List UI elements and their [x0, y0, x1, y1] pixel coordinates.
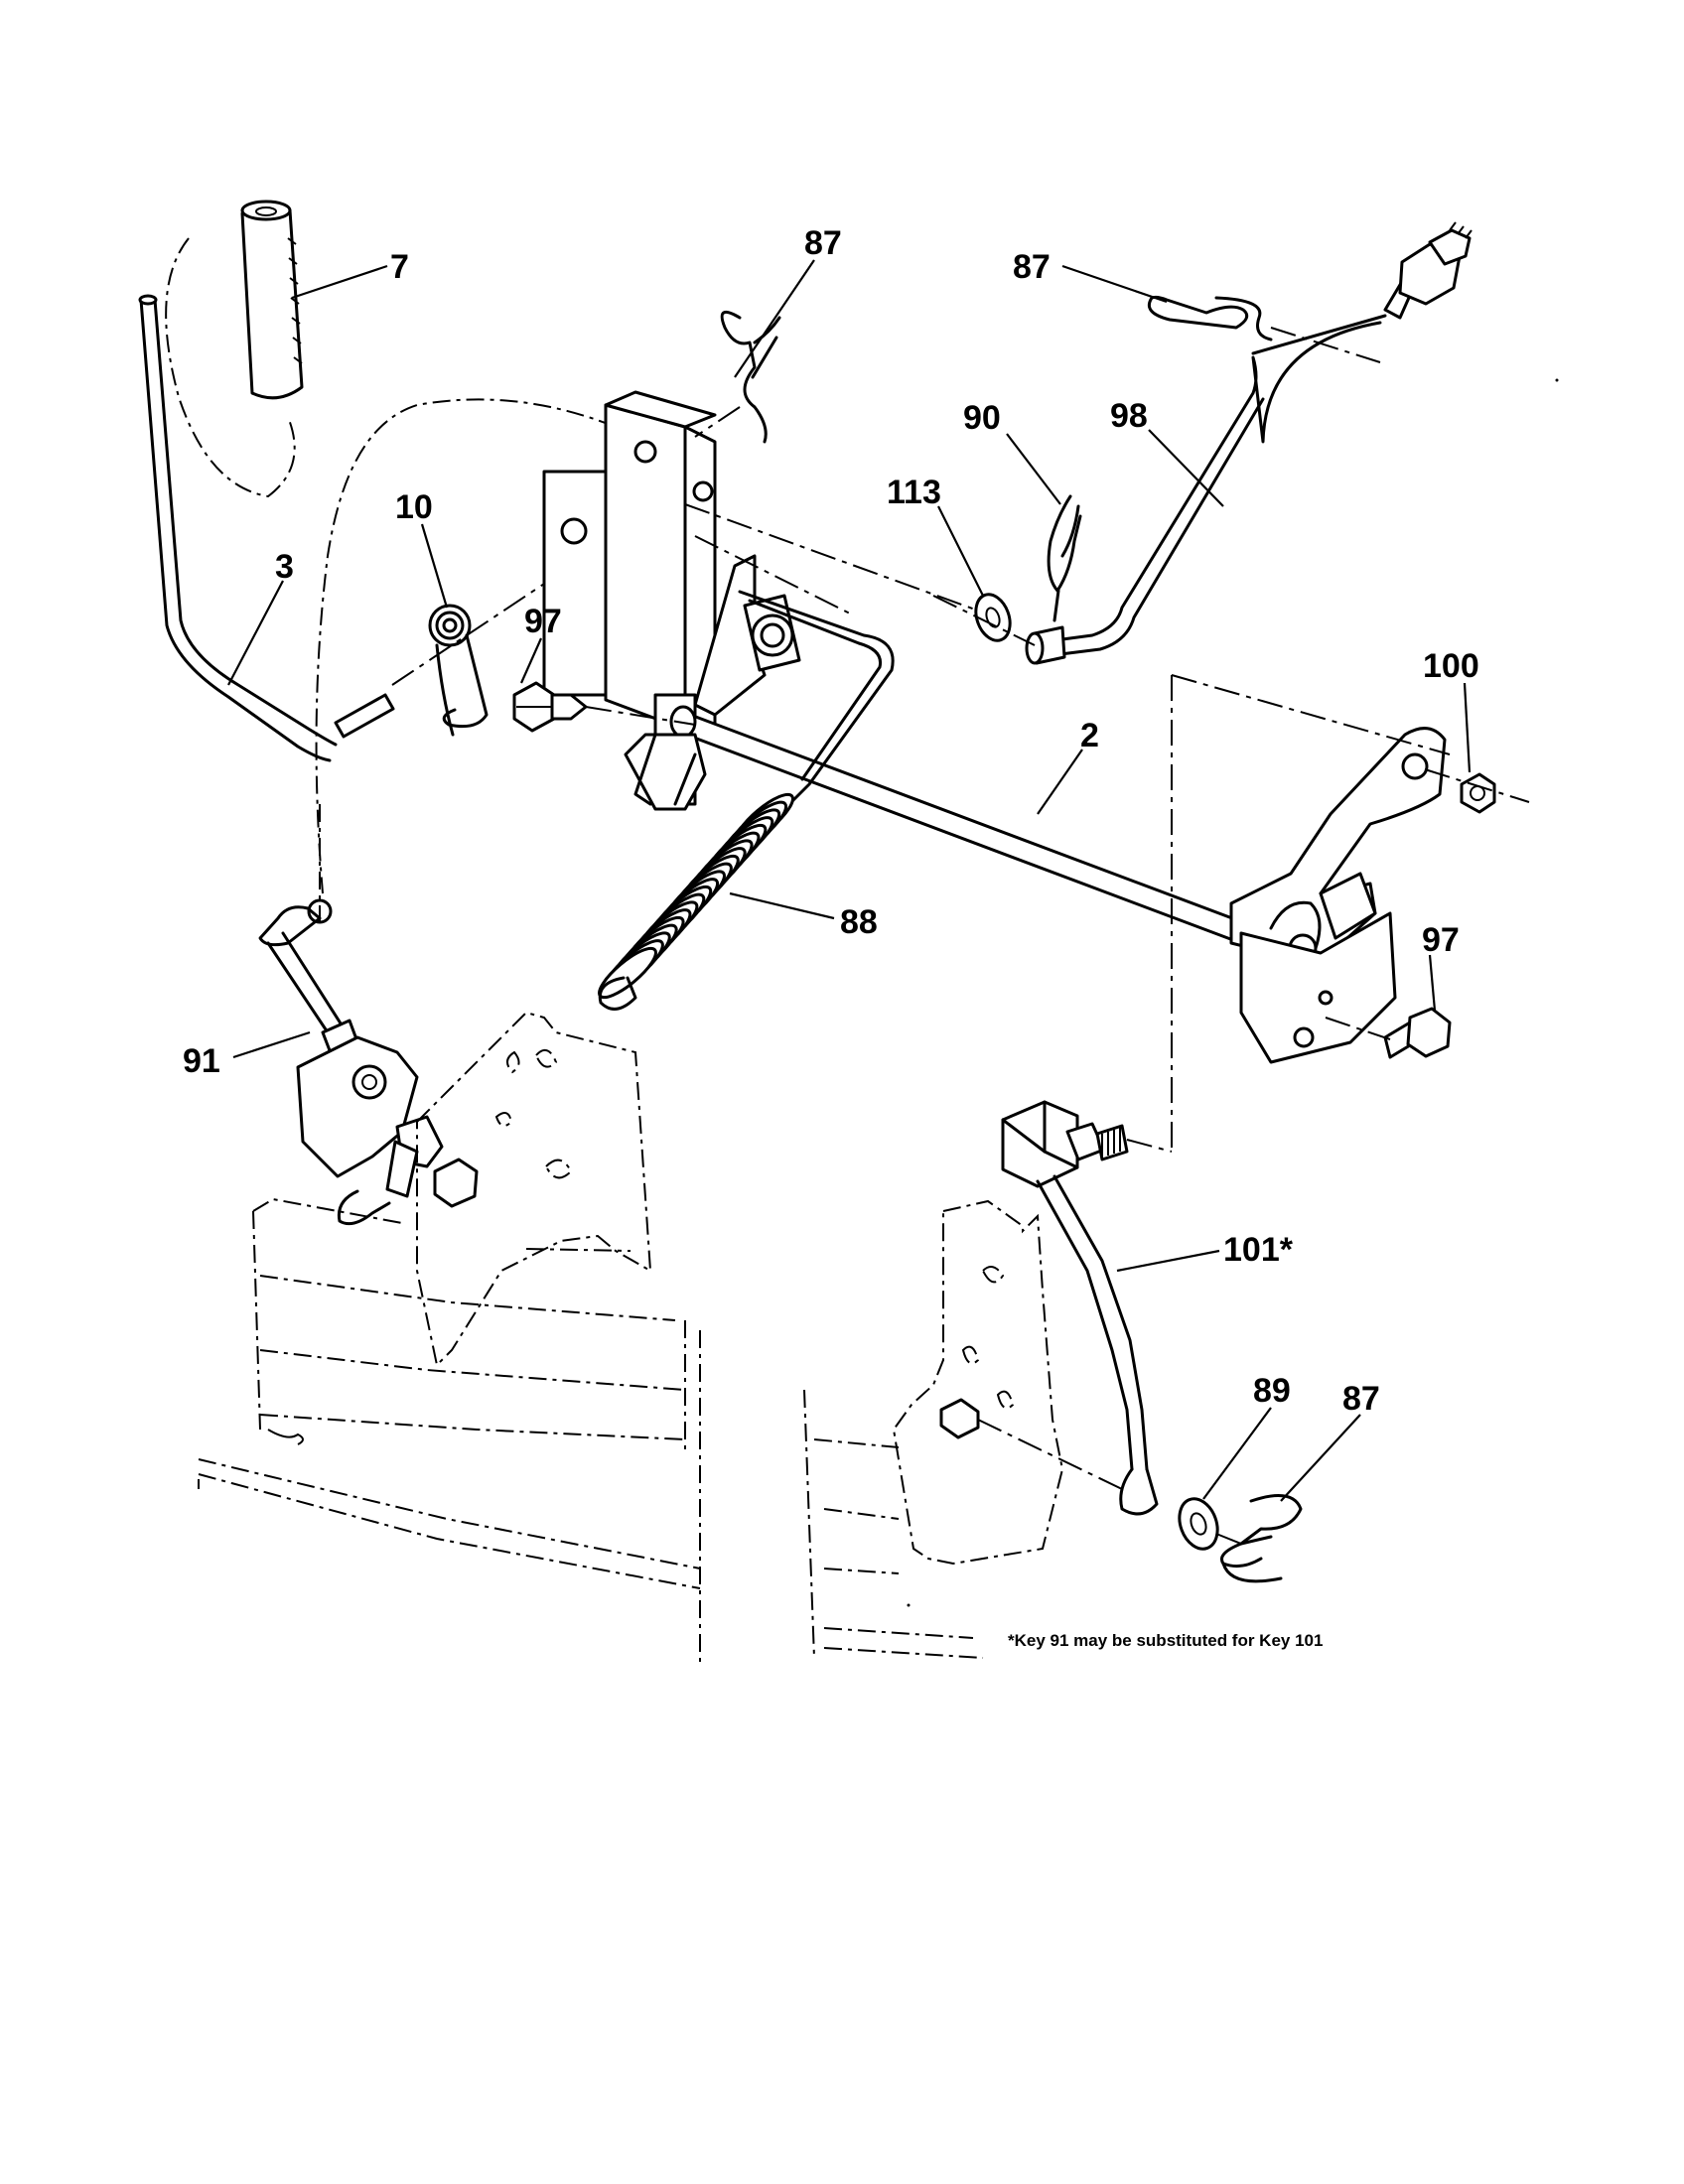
hairpin-clip-right	[1147, 295, 1273, 341]
leader-lines	[227, 259, 1472, 1502]
callout-101: 101*	[1223, 1231, 1294, 1269]
callout-88: 88	[840, 903, 878, 941]
hairpin-clip-lower	[1220, 1494, 1303, 1583]
callout-87-top: 87	[804, 224, 842, 262]
lift-link-rod	[1025, 221, 1473, 665]
washer-89	[1178, 1497, 1219, 1551]
callout-10: 10	[395, 488, 433, 526]
callout-89: 89	[1253, 1372, 1291, 1410]
callout-91: 91	[183, 1042, 220, 1080]
spring-hook	[598, 976, 637, 1011]
lower-bracket	[624, 733, 707, 811]
extension-spring	[598, 792, 794, 1011]
callout-90: 90	[963, 399, 1001, 437]
spring-coil	[598, 946, 657, 1000]
callout-113: 113	[887, 474, 941, 511]
grip-path-line	[165, 237, 296, 498]
right-lift-arm	[1229, 727, 1447, 1064]
callout-87-right: 87	[1013, 248, 1051, 286]
callout-labels: 7 87 87 90 98 113 10 3 97 100 2 88 97 91…	[183, 224, 1479, 1418]
torsion-spring	[428, 604, 489, 737]
callout-97-upper: 97	[524, 603, 562, 640]
left-deck-bracket	[296, 1035, 479, 1226]
callout-97-lower: 97	[1422, 921, 1460, 959]
lift-handle-rod	[138, 294, 395, 762]
callout-3: 3	[275, 548, 294, 586]
main-bracket	[542, 390, 717, 806]
callout-7: 7	[390, 248, 409, 286]
callout-2: 2	[1080, 717, 1099, 754]
hairpin-clip-90	[1047, 494, 1082, 622]
bolt-lower	[1383, 1007, 1452, 1059]
bolt-upper	[512, 681, 588, 733]
callout-98: 98	[1110, 397, 1148, 435]
handle-grip	[240, 200, 304, 400]
callout-87-lower: 87	[1342, 1380, 1380, 1418]
deck-link-91	[258, 898, 361, 1060]
spring-axis-line	[391, 575, 557, 686]
footnote: *Key 91 may be substituted for Key 101	[1008, 1631, 1323, 1650]
hairpin-clip-top	[720, 310, 781, 444]
deck-link-101	[1001, 1100, 1159, 1516]
nut-100	[1460, 772, 1496, 814]
wire-link	[738, 590, 895, 826]
callout-100: 100	[1423, 647, 1479, 685]
assembly-path-line	[315, 398, 617, 894]
